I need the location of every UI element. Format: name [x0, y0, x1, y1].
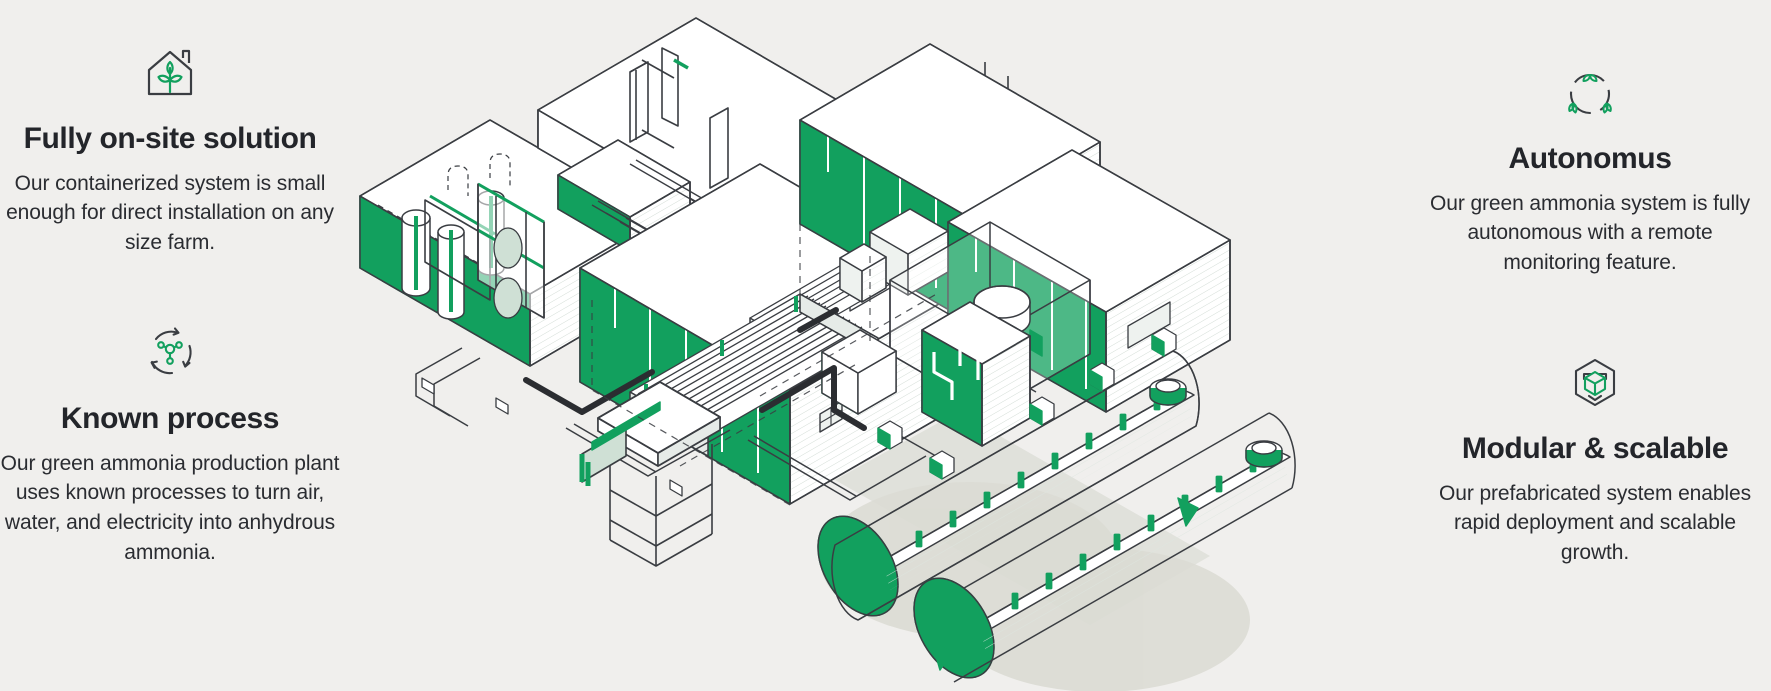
isometric-plant-illustration [330, 0, 1430, 691]
feature-autonomus: Autonomus Our green ammonia system is fu… [1420, 62, 1760, 278]
feature-body: Our green ammonia system is fully autono… [1430, 191, 1750, 275]
feature-known-process: Known process Our green ammonia producti… [0, 322, 340, 568]
feature-title: Modular & scalable [1461, 432, 1729, 465]
feature-body: Our containerized system is small enough… [6, 171, 334, 255]
house-plant-icon [0, 42, 340, 104]
feature-modular-and-scalable: Modular & scalable Our prefabricated sys… [1425, 352, 1765, 568]
feature-title: Autonomus [1508, 142, 1672, 175]
hex-cube-icon [1425, 352, 1765, 414]
leaf-circle-icon [1420, 62, 1760, 124]
feature-title: Known process [60, 402, 280, 435]
feature-title: Fully on-site solution [23, 122, 317, 155]
molecule-cycle-icon [0, 322, 340, 384]
feature-body: Our prefabricated system enables rapid d… [1439, 481, 1751, 565]
feature-fully-on-site-solution: Fully on-site solution Our containerized… [0, 42, 340, 258]
feature-body: Our green ammonia production plant uses … [0, 451, 340, 564]
